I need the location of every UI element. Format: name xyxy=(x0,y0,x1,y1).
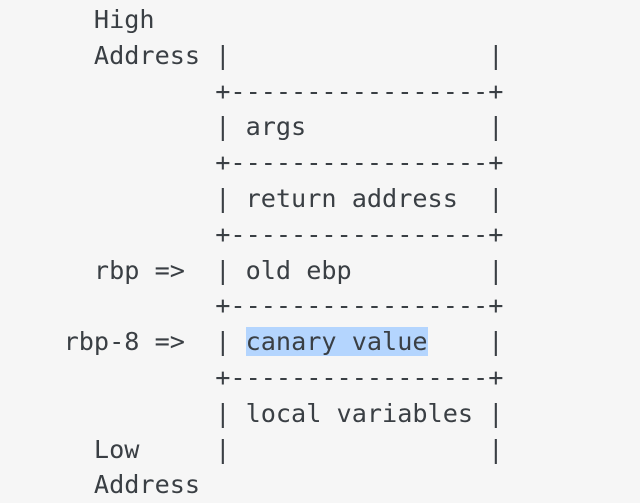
code-line-low: Low | | xyxy=(63,434,504,464)
code-line-high: High xyxy=(63,5,155,34)
code-line-border: +-----------------+ xyxy=(63,148,504,178)
canary-line-suffix: | xyxy=(427,327,504,357)
code-line-border: +-----------------+ xyxy=(63,362,504,392)
code-line-border: +-----------------+ xyxy=(63,219,504,249)
code-line-border: +-----------------+ xyxy=(63,291,504,321)
code-line-address-top: Address | | xyxy=(63,40,504,70)
code-line-local-variables: | local variables | xyxy=(63,398,504,428)
code-line-border: +-----------------+ xyxy=(63,76,504,106)
code-line-address-bottom: Address xyxy=(63,470,201,500)
code-line-old-ebp: rbp => | old ebp | xyxy=(63,255,504,285)
code-line-canary: rbp-8 => | canary value | xyxy=(63,324,504,360)
selected-text-highlight[interactable]: canary value xyxy=(245,327,428,357)
code-line-args: | args | xyxy=(63,112,504,142)
canary-line-prefix: rbp-8 => | xyxy=(63,327,246,357)
code-line-return-address: | return address | xyxy=(63,183,504,213)
code-block[interactable]: High Address | | +-----------------+ | a… xyxy=(64,2,504,503)
